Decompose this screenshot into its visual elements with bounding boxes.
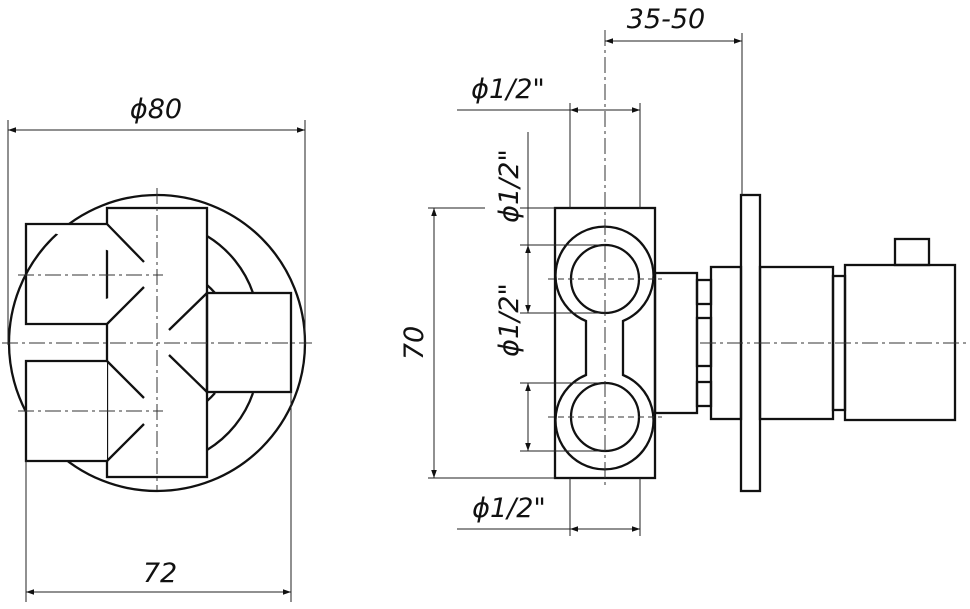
left-upper-port <box>24 222 145 326</box>
height-70-label: 70 <box>399 326 430 360</box>
cartridge-block <box>653 271 699 415</box>
front-view: ϕ80 72 <box>2 94 312 602</box>
dimension-top-pipe: ϕ1/2" <box>457 74 641 208</box>
inner-arc <box>206 235 255 451</box>
lower-port-label: ϕ1/2" <box>494 283 525 357</box>
side-view: 35-50 ϕ1/2" ϕ1/2" ϕ1/2" 70 <box>399 4 970 536</box>
bottom-pipe-label: ϕ1/2" <box>472 493 546 524</box>
port-outline <box>554 225 655 471</box>
width-72-label: 72 <box>143 558 177 589</box>
dimension-width-72: 72 <box>25 392 292 602</box>
dimension-ports: ϕ1/2" ϕ1/2" <box>494 132 605 452</box>
dimension-height-70: 70 <box>399 207 555 479</box>
upper-port-label: ϕ1/2" <box>494 149 525 223</box>
diameter-80-label: ϕ80 <box>130 94 182 125</box>
top-pipe-label: ϕ1/2" <box>471 74 545 105</box>
dimension-depth: 35-50 <box>605 4 743 195</box>
dimension-diameter-80: ϕ80 <box>7 94 306 345</box>
handle-knob <box>893 237 931 267</box>
depth-label: 35-50 <box>627 4 705 35</box>
dimension-bottom-pipe: ϕ1/2" <box>457 478 641 536</box>
